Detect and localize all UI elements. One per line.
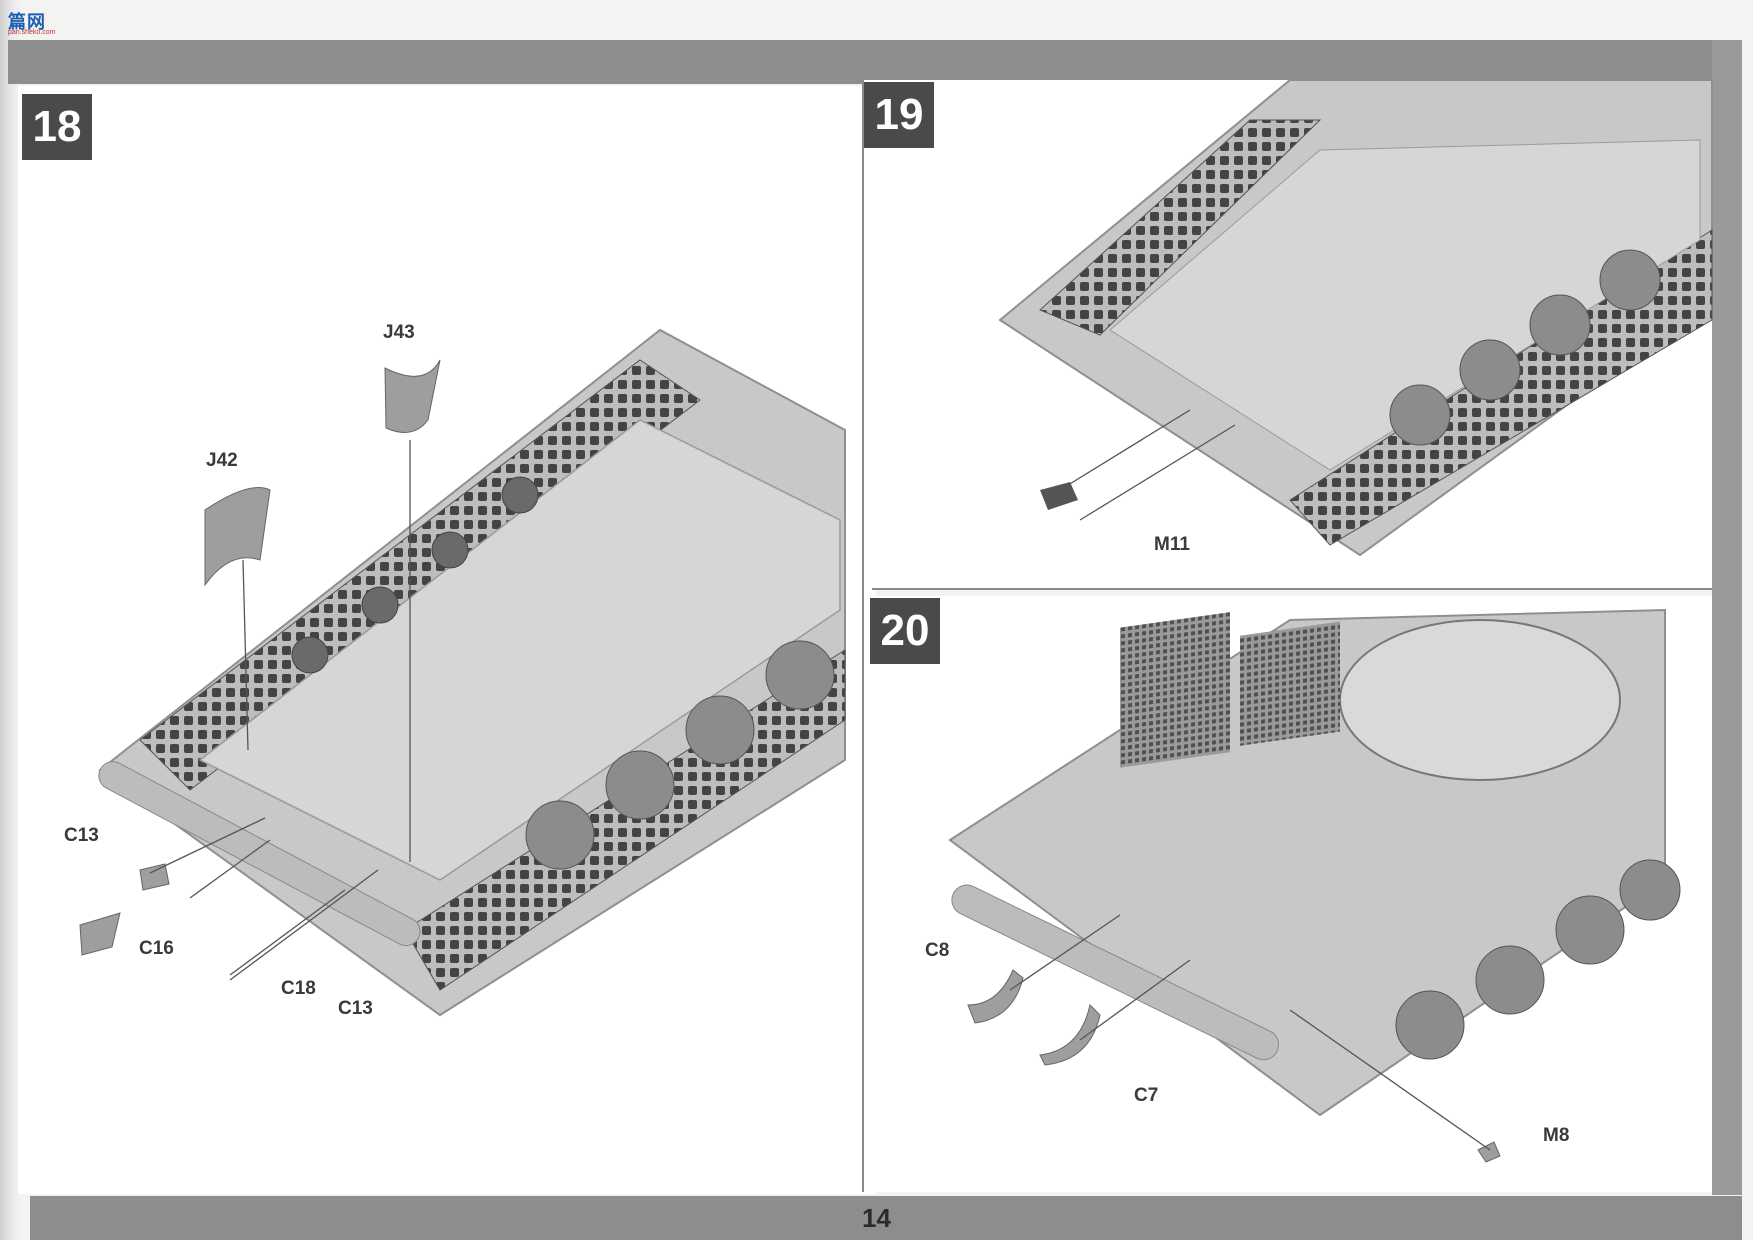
watermark-brand: 篇网: [8, 12, 46, 32]
part-label-j42: J42: [206, 450, 238, 471]
step-number-20: 20: [870, 598, 940, 664]
page-number: 14: [862, 1203, 891, 1233]
scan-binding-shadow: [0, 0, 22, 1240]
part-label-c16: C16: [139, 938, 174, 959]
step-20-hull-illustration: [948, 608, 1681, 1163]
vertical-divider: [862, 80, 864, 1192]
part-label-c8: C8: [925, 940, 950, 961]
part-label-j43: J43: [383, 322, 415, 343]
part-label-m11: M11: [1154, 534, 1190, 555]
part-label-m8: M8: [1543, 1125, 1570, 1146]
horizontal-divider: [872, 588, 1712, 590]
bottom-frame-bar: [30, 1196, 1742, 1240]
watermark-logo: 篇网 pan.sheko.com: [8, 8, 74, 38]
part-label-c13-second: C13: [338, 998, 373, 1019]
step-19-hull-illustration: [998, 79, 1713, 557]
part-label-c7: C7: [1134, 1085, 1159, 1106]
part-label-c13: C13: [64, 825, 99, 846]
step-number-18: 18: [22, 94, 92, 160]
step-number-19: 19: [864, 82, 934, 148]
right-frame-bar: [1712, 40, 1742, 1195]
watermark-url: pan.sheko.com: [8, 29, 56, 36]
top-frame-bar: [8, 40, 1720, 84]
part-label-c18: C18: [281, 978, 316, 999]
step-18-hull-illustration: [79, 328, 846, 1017]
